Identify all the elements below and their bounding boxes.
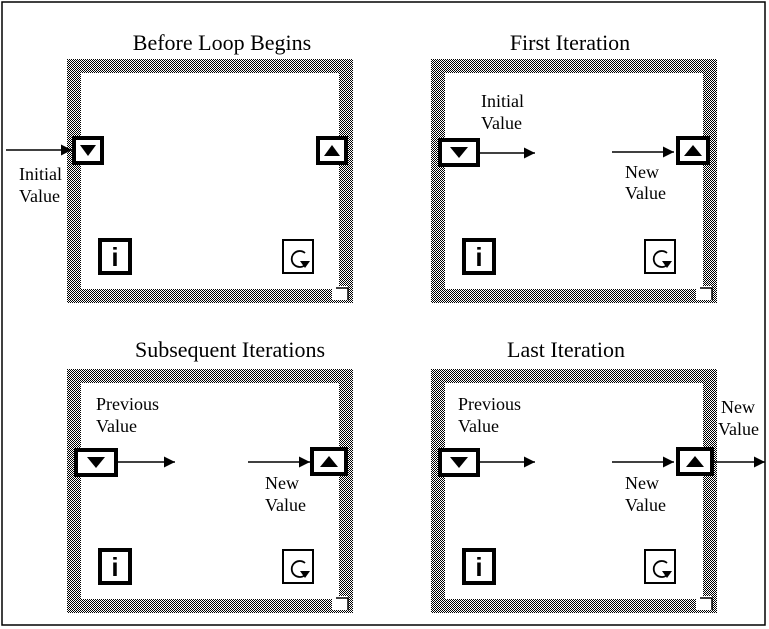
up-triangle-icon xyxy=(324,145,340,156)
panel-title: Subsequent Iterations xyxy=(135,337,325,362)
iteration-terminal-label: i xyxy=(475,552,482,582)
while-loop-frame xyxy=(431,369,717,613)
wire-label-line1: New xyxy=(625,162,659,182)
up-triangle-icon xyxy=(686,456,704,467)
panel-title: Before Loop Begins xyxy=(133,30,311,55)
loop-arrow-icon xyxy=(290,250,310,268)
wire-label-line1: Initial xyxy=(481,91,524,111)
panel-title: First Iteration xyxy=(510,30,630,55)
iteration-terminal-label: i xyxy=(475,242,482,272)
shift-register-left xyxy=(438,448,480,477)
wire-label-line1: New xyxy=(625,473,659,493)
loop-arrow-icon xyxy=(652,250,672,268)
panel-subsequent-iterations: Subsequent Iterations Previous Value New… xyxy=(67,337,353,613)
wire-label-line2: Value xyxy=(458,416,499,436)
wire-label-line1: Previous xyxy=(458,394,521,414)
wire-label-line1: New xyxy=(721,397,755,417)
wire-label-line2: Value xyxy=(265,495,306,515)
shift-register-right xyxy=(310,447,348,476)
wire-label-line1: Previous xyxy=(96,394,159,414)
wire-label-line1: New xyxy=(265,473,299,493)
wire-label-line1: Initial xyxy=(19,164,62,184)
conditional-terminal xyxy=(644,239,676,274)
down-triangle-icon xyxy=(80,145,96,156)
shift-register-left xyxy=(72,136,104,165)
panel-last-iteration: Last Iteration Previous Value New Value … xyxy=(431,337,765,613)
down-triangle-icon xyxy=(87,457,105,468)
panel-before-loop-begins: Before Loop Begins Initial Value i xyxy=(6,30,353,303)
iteration-terminal-label: i xyxy=(111,552,118,582)
shift-register-left xyxy=(74,448,118,477)
iteration-terminal: i xyxy=(462,238,496,275)
iteration-terminal: i xyxy=(98,238,132,275)
wire-label-line2: Value xyxy=(19,186,60,206)
down-triangle-icon xyxy=(450,457,468,468)
while-loop-frame xyxy=(431,59,717,303)
down-triangle-icon xyxy=(450,147,468,158)
up-triangle-icon xyxy=(684,145,702,156)
conditional-terminal xyxy=(644,549,676,584)
while-loop-frame xyxy=(67,369,353,613)
panel-title: Last Iteration xyxy=(507,337,625,362)
wire-label-line2: Value xyxy=(96,416,137,436)
shift-register-right xyxy=(676,447,714,476)
conditional-terminal xyxy=(282,239,314,274)
wire-label-line2: Value xyxy=(625,495,666,515)
while-loop-frame xyxy=(67,59,353,303)
up-triangle-icon xyxy=(320,456,338,467)
wire-label-line2: Value xyxy=(718,419,759,439)
iteration-terminal: i xyxy=(98,548,132,585)
loop-arrow-icon xyxy=(290,560,310,578)
iteration-terminal-label: i xyxy=(111,242,118,272)
panel-first-iteration: First Iteration Initial Value New Value … xyxy=(431,30,717,303)
wire-label-line2: Value xyxy=(625,183,666,203)
wire-label-line2: Value xyxy=(481,113,522,133)
conditional-terminal xyxy=(282,549,314,584)
loop-arrow-icon xyxy=(652,560,672,578)
iteration-terminal: i xyxy=(462,548,496,585)
shift-register-left xyxy=(438,138,480,167)
shift-register-right xyxy=(676,136,710,165)
shift-register-right xyxy=(316,136,348,165)
